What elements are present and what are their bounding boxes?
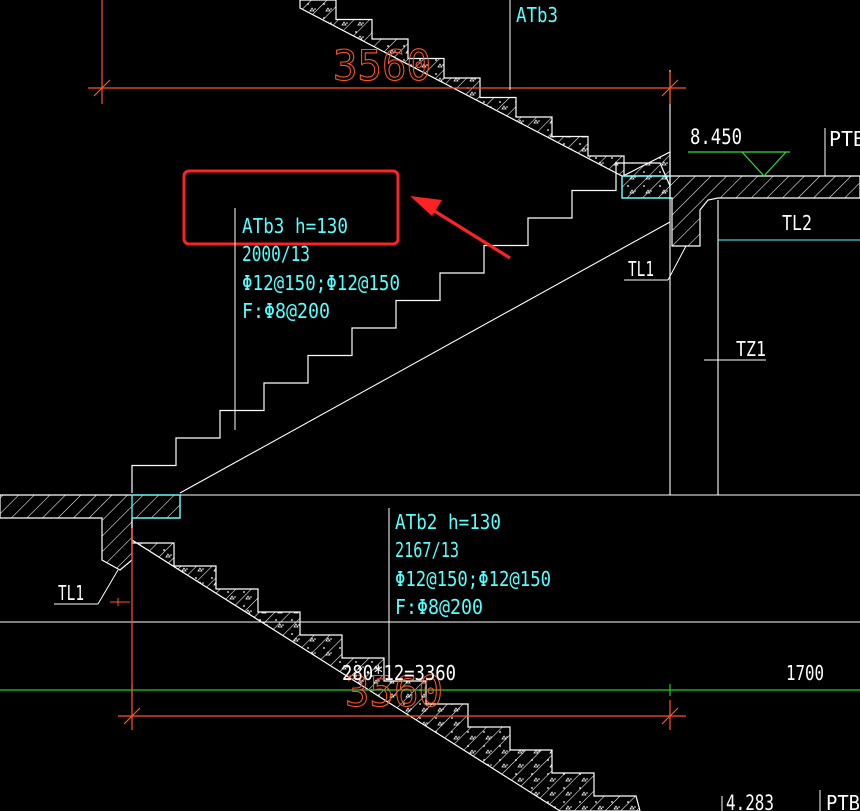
ptb-bottom-label: PTB [826,791,860,811]
tl1-lower-leader-diag [97,569,119,605]
lower-annotation-line4: F:Φ8@200 [395,595,483,619]
tl1-upper-leader-diag [667,245,687,281]
lower-annotation-line1: ATb2 h=130 [395,510,501,534]
middle-flight-soffit [179,221,671,494]
upper-annotation-line1: ATb3 h=130 [242,214,348,238]
highlight-arrow-head [410,196,442,216]
highlight-box [182,169,400,246]
upper-annotation-line2: 2000/13 [242,242,310,266]
top-dimension [88,0,686,104]
elevation-top-symbol [688,151,790,177]
step-length-dimension: 280*12=3360 [342,661,456,685]
mid-landing-slab [0,494,181,571]
right-span-dimension: 1700 [786,661,824,685]
upper-annotation-line3: Φ12@150;Φ12@150 [242,271,400,295]
upper-annotation-line4: F:Φ8@200 [242,299,330,323]
middle-flight-steps [131,162,671,493]
upper-flight-speck [300,0,670,176]
elevation-top: 8.450 [690,125,742,149]
lower-flight-speck [132,520,640,811]
tl1-upper-label: TL1 [628,257,654,281]
highlight-arrow-shaft [427,205,511,260]
ptb-top-label: PTB [829,127,860,151]
atb3-top-label: ATb3 [516,3,558,27]
tz1-label: TZ1 [736,337,766,361]
lower-annotation-line3: Φ12@150;Φ12@150 [395,567,551,591]
tl2-label: TL2 [782,211,812,235]
elevation-bottom: 4.283 [726,791,774,811]
tl1-lower-detail [110,598,130,606]
mid-slab-cut-box [131,494,181,519]
lower-annotation-line2: 2167/13 [395,538,459,562]
bottom-span-dimension: 3560 [345,667,443,716]
top-span-dimension: 3560 [333,41,431,90]
tl1-lower-label: TL1 [58,581,84,605]
bottom-dimension [118,528,686,730]
upper-slab-cut-box [621,175,671,199]
